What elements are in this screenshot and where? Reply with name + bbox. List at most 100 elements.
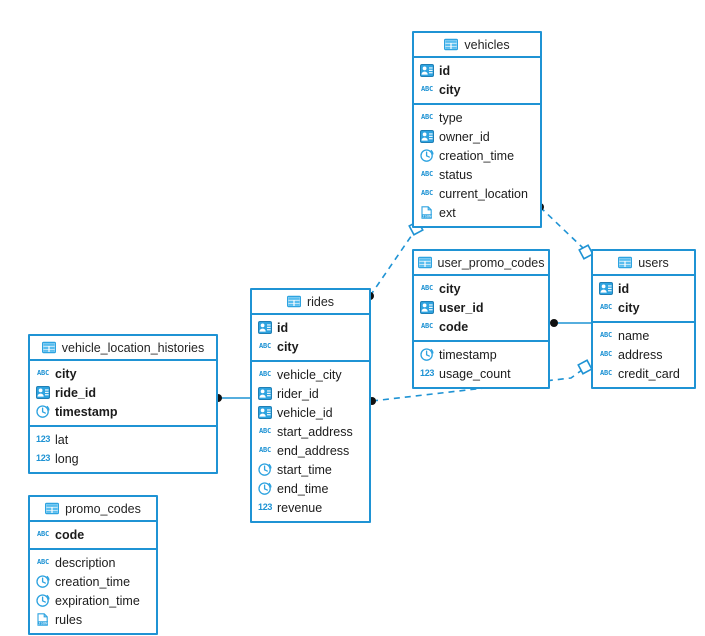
table-header-users: users: [593, 251, 694, 276]
abc-text-icon: ABC: [36, 369, 50, 377]
abc-text-icon: ABC: [420, 322, 434, 330]
key-person-icon: [420, 130, 434, 143]
table-name-label: promo_codes: [65, 501, 141, 516]
column-row[interactable]: start_time: [252, 460, 369, 479]
column-row[interactable]: end_time: [252, 479, 369, 498]
123-number-icon: 123: [258, 502, 273, 512]
table-header-user_promo_codes: user_promo_codes: [414, 251, 548, 276]
abc-text-icon: ABC: [258, 446, 272, 454]
column-row[interactable]: id: [593, 279, 694, 298]
column-name-label: user_id: [439, 300, 484, 315]
column-name-label: vehicle_id: [277, 405, 333, 420]
key-person-icon: [599, 282, 613, 295]
json-document-icon: JSON: [36, 613, 50, 626]
table-header-promo_codes: promo_codes: [30, 497, 156, 522]
column-row[interactable]: rider_id: [252, 384, 369, 403]
123-number-icon: 123: [420, 368, 435, 378]
column-row[interactable]: timestamp: [30, 402, 216, 421]
123-number-icon: 123: [36, 434, 51, 444]
relationship-dot-marker: [550, 319, 558, 327]
relationship-user-promo-codes-to-users: [550, 319, 591, 327]
column-name-label: description: [55, 555, 116, 570]
column-name-label: id: [277, 320, 289, 335]
column-row[interactable]: id: [414, 61, 540, 80]
abc-text-icon: ABC: [36, 530, 50, 538]
abc-text-icon: ABC: [420, 170, 434, 178]
table-name-label: vehicle_location_histories: [61, 340, 205, 355]
clock-timestamp-icon: [36, 575, 50, 588]
column-row[interactable]: owner_id: [414, 127, 540, 146]
column-name-label: timestamp: [439, 347, 497, 362]
column-row[interactable]: ABC end_address: [252, 441, 369, 460]
column-row[interactable]: expiration_time: [30, 591, 156, 610]
table-grid-icon: [41, 341, 56, 354]
column-row[interactable]: creation_time: [414, 146, 540, 165]
column-row[interactable]: id: [252, 318, 369, 337]
table-grid-icon: [45, 502, 60, 515]
clock-timestamp-icon: [36, 594, 50, 607]
table-header-rides: rides: [252, 290, 369, 315]
column-name-label: end_address: [277, 443, 350, 458]
column-name-label: rules: [55, 612, 83, 627]
column-row[interactable]: timestamp: [414, 345, 548, 364]
column-name-label: city: [439, 82, 461, 97]
column-name-label: credit_card: [618, 366, 680, 381]
column-name-label: ride_id: [55, 385, 96, 400]
table-header-vehicles: vehicles: [414, 33, 540, 58]
table-name-label: user_promo_codes: [437, 255, 545, 270]
abc-text-icon: ABC: [599, 350, 613, 358]
column-row[interactable]: vehicle_id: [252, 403, 369, 422]
column-name-label: id: [618, 281, 630, 296]
clock-timestamp-icon: [420, 348, 434, 361]
abc-text-icon: ABC: [258, 427, 272, 435]
column-row[interactable]: user_id: [414, 298, 548, 317]
abc-text-icon: ABC: [420, 189, 434, 197]
table-grid-icon: [417, 256, 432, 269]
relationship-square-marker: [577, 359, 593, 375]
column-row[interactable]: ride_id: [30, 383, 216, 402]
abc-text-icon: ABC: [420, 284, 434, 292]
column-row[interactable]: creation_time: [30, 572, 156, 591]
clock-timestamp-icon: [36, 405, 50, 418]
123-number-icon: 123: [36, 453, 51, 463]
svg-text:JSON: JSON: [422, 214, 432, 219]
column-row[interactable]: JSON rules: [30, 610, 156, 629]
column-name-label: end_time: [277, 481, 329, 496]
